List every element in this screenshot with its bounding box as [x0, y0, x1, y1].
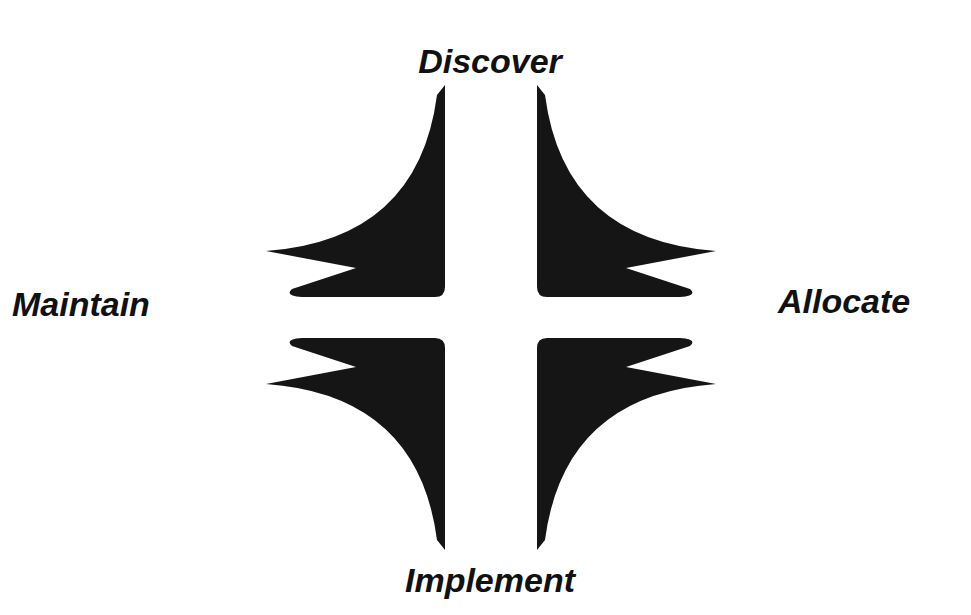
phase-label: Discover: [418, 43, 562, 80]
quadrant-shape: [266, 85, 445, 297]
phase-label: Allocate: [778, 283, 910, 320]
phase-label: Maintain: [12, 286, 150, 323]
phase-label: Implement: [405, 562, 575, 599]
quadrant-shape: [537, 338, 716, 550]
quadrant-shape: [537, 85, 716, 297]
quadrant-shape: [266, 338, 445, 550]
